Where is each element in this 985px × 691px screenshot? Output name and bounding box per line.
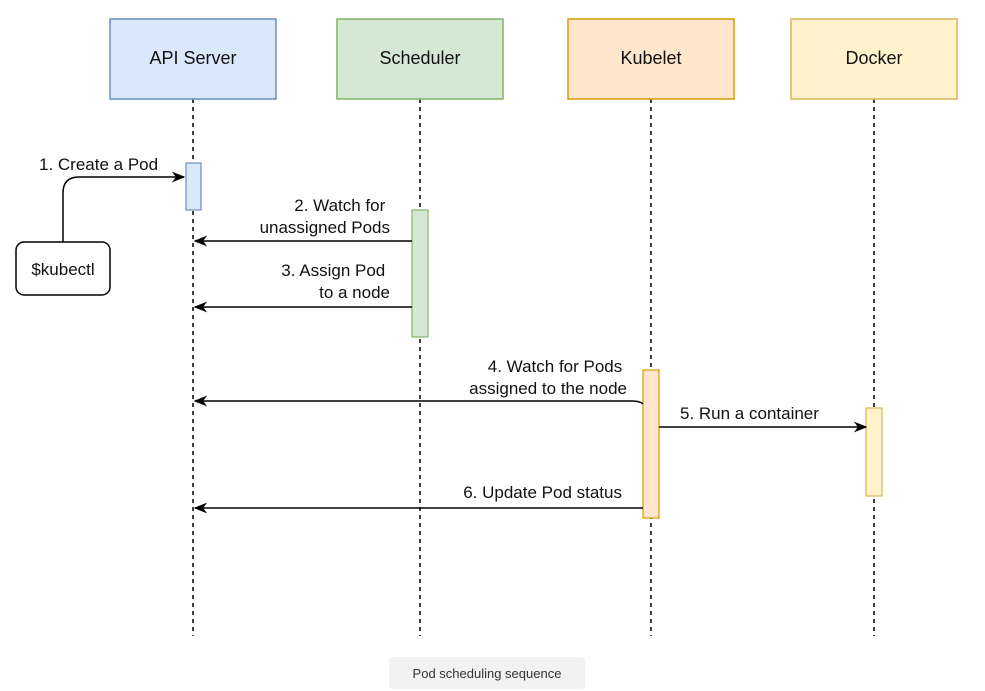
participant-label: Kubelet — [620, 48, 681, 68]
participant-box — [336, 18, 504, 100]
participant-box — [109, 18, 277, 100]
actor-label: $kubectl — [31, 260, 94, 279]
participant-scheduler: Scheduler — [336, 18, 504, 100]
message-label-3-line-1: 3. Assign Pod — [281, 261, 385, 280]
participant-label: Docker — [845, 48, 902, 68]
message-label-6: 6. Update Pod status — [463, 483, 622, 502]
actor-kubectl: $kubectl — [15, 241, 111, 296]
participant-label: Scheduler — [379, 48, 460, 68]
message-arrow-4 — [193, 395, 644, 407]
message-label-2: 2. Watch for unassigned Pods — [260, 196, 390, 237]
message-arrow-1 — [62, 171, 186, 242]
message-label-4-line-2: assigned to the node — [469, 379, 627, 398]
participant-kubelet: Kubelet — [567, 18, 735, 100]
activation-api-server — [185, 162, 202, 211]
message-label-2-line-2: unassigned Pods — [260, 218, 390, 237]
activation-scheduler — [411, 209, 429, 338]
participant-box — [790, 18, 958, 100]
message-label-5: 5. Run a container — [680, 404, 819, 423]
participant-api-server: API Server — [109, 18, 277, 100]
message-label-4-line-1: 4. Watch for Pods — [488, 357, 622, 376]
participant-box — [567, 18, 735, 100]
message-label-2-line-1: 2. Watch for — [294, 196, 385, 215]
message-label-3-line-2: to a node — [319, 283, 390, 302]
participant-docker: Docker — [790, 18, 958, 100]
participant-label: API Server — [149, 48, 236, 68]
diagram-caption: Pod scheduling sequence — [389, 657, 585, 689]
message-label-1: 1. Create a Pod — [39, 155, 158, 174]
activation-kubelet — [642, 369, 660, 519]
message-label-4: 4. Watch for Pods assigned to the node — [469, 357, 627, 398]
activation-docker — [865, 407, 883, 497]
message-label-3: 3. Assign Pod to a node — [281, 261, 390, 302]
